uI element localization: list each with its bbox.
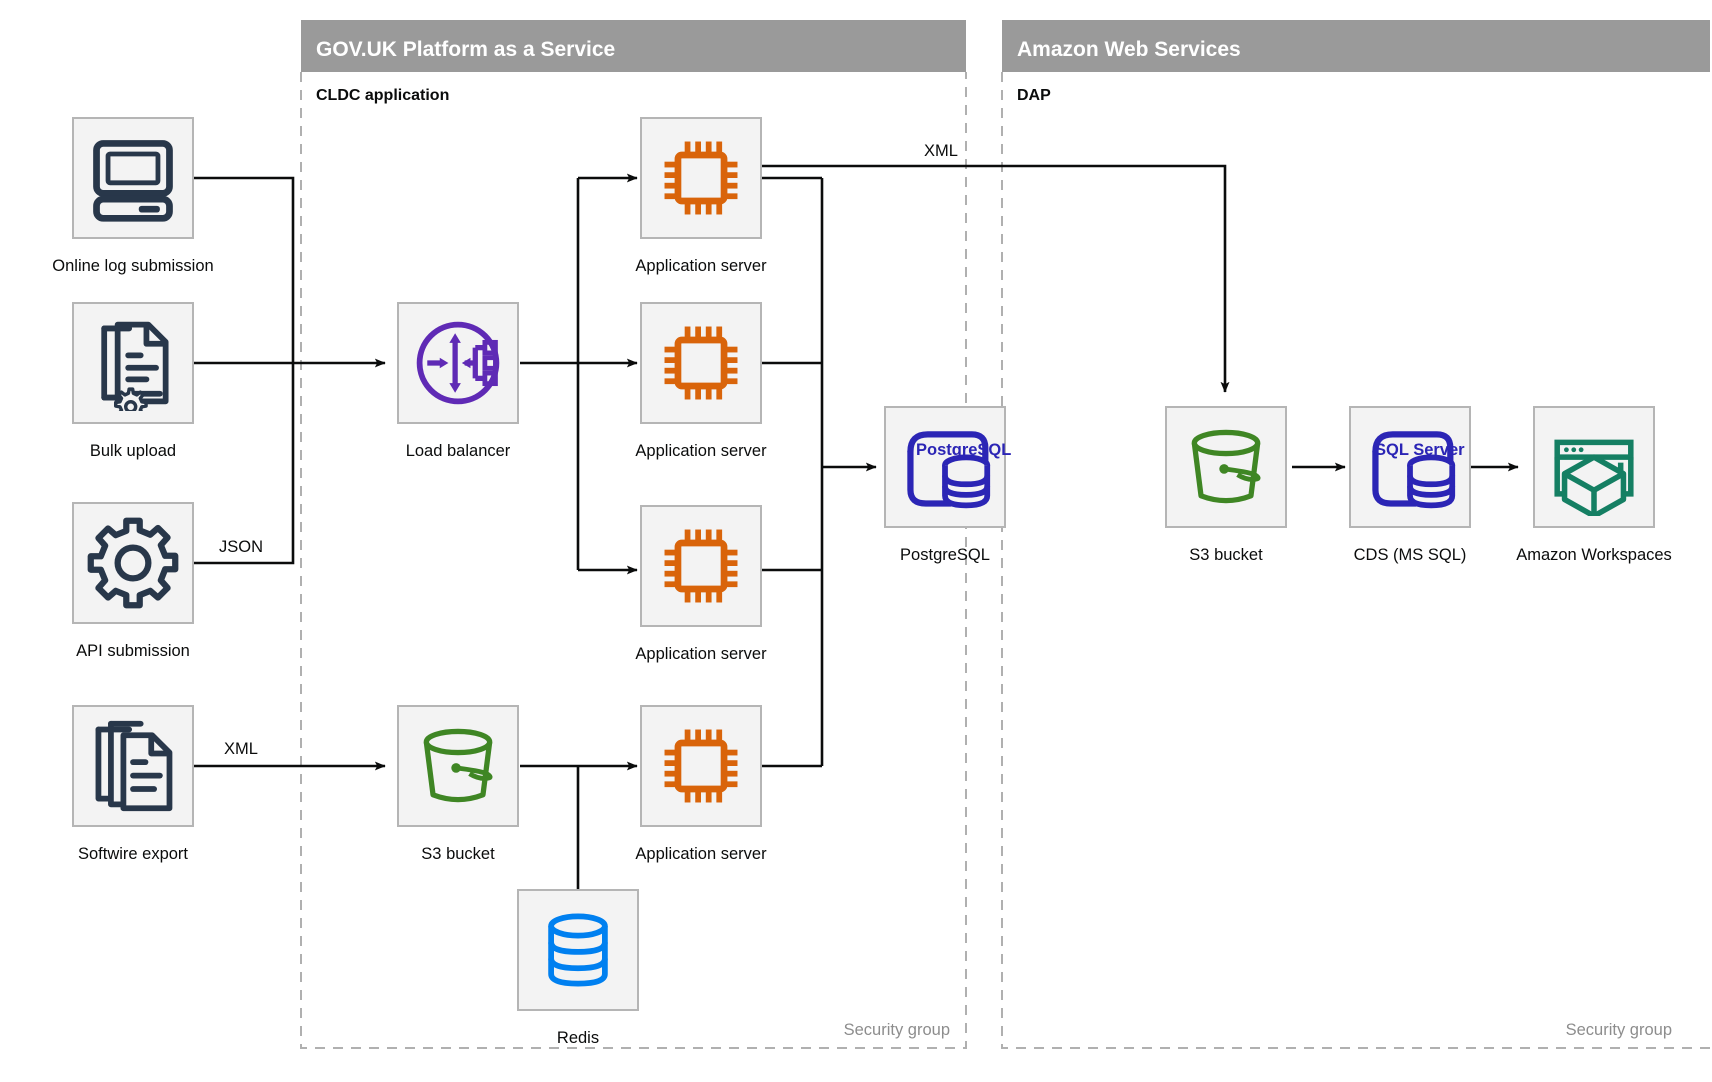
s3-bucket-aws-tile[interactable] xyxy=(1165,406,1287,528)
app-server-2-label: Application server xyxy=(635,442,767,460)
zone-aws-dashed-border xyxy=(1001,72,1712,1049)
node-cds-ms-sql[interactable]: SQL Server CDS (MS SQL) xyxy=(1349,406,1471,564)
edge-app-server-1-to-aws-s3-bucket xyxy=(761,164,1230,393)
node-online-log-submission[interactable]: Online log submission xyxy=(52,117,214,275)
node-postgresql[interactable]: PostgreSQL PostgreSQL xyxy=(884,406,1011,564)
app-server-1-label: Application server xyxy=(635,257,767,275)
edge-label-xml-softwire: XML xyxy=(224,740,258,758)
edge-label-xml-to-aws: XML xyxy=(924,142,958,160)
app-server-2-tile[interactable] xyxy=(640,302,762,424)
zone-govuk-paas-subtitle: CLDC application xyxy=(316,87,449,104)
edge-api-submission-to-load-balancer xyxy=(193,363,295,565)
softwire-export-label: Softwire export xyxy=(78,845,188,863)
zone-aws-security-group-label: Security group xyxy=(1566,1021,1672,1039)
cds-ms-sql-label: CDS (MS SQL) xyxy=(1354,546,1467,564)
app-server-3-label: Application server xyxy=(635,645,767,663)
zone-govuk-paas-dashed-border xyxy=(300,72,967,1049)
zone-govuk-paas-security-group-label: Security group xyxy=(844,1021,950,1039)
node-redis[interactable]: Redis xyxy=(517,889,639,1047)
s3-bucket-aws-label: S3 bucket xyxy=(1189,546,1263,564)
redis-label: Redis xyxy=(557,1029,599,1047)
node-softwire-export[interactable]: Softwire export xyxy=(72,705,194,863)
load-balancer-label: Load balancer xyxy=(406,442,511,460)
load-balancer-tile[interactable] xyxy=(397,302,519,424)
postgresql-label: PostgreSQL xyxy=(900,546,990,564)
postgresql-icon-text: PostgreSQL xyxy=(916,441,1011,459)
node-amazon-workspaces[interactable]: Amazon Workspaces xyxy=(1516,406,1672,564)
zone-govuk-paas-title: GOV.UK Platform as a Service xyxy=(316,38,615,61)
zone-aws: Amazon Web Services DAP Security group xyxy=(1001,20,1712,1049)
edge-online-log-to-load-balancer xyxy=(193,176,295,363)
zone-aws-title: Amazon Web Services xyxy=(1017,38,1241,61)
node-bulk-upload[interactable]: Bulk upload xyxy=(72,302,194,460)
api-submission-label: API submission xyxy=(76,642,190,660)
zone-aws-subtitle: DAP xyxy=(1017,87,1051,104)
app-server-3-tile[interactable] xyxy=(640,505,762,627)
amazon-workspaces-label: Amazon Workspaces xyxy=(1516,546,1672,564)
sql-server-icon-text: SQL Server xyxy=(1375,441,1465,459)
connection-layer xyxy=(193,164,1519,905)
node-api-submission[interactable]: API submission xyxy=(72,502,194,660)
node-app-server-2[interactable]: Application server xyxy=(635,302,767,460)
bulk-upload-label: Bulk upload xyxy=(90,442,176,460)
node-app-server-1[interactable]: Application server xyxy=(635,117,767,275)
zone-govuk-paas: GOV.UK Platform as a Service CLDC applic… xyxy=(300,20,967,1049)
online-log-submission-label: Online log submission xyxy=(52,257,213,275)
app-server-4-tile[interactable] xyxy=(640,705,762,827)
node-s3-bucket-aws[interactable]: S3 bucket xyxy=(1165,406,1287,564)
edge-label-json: JSON xyxy=(219,538,263,556)
node-app-server-4[interactable]: Application server xyxy=(635,705,767,863)
node-load-balancer[interactable]: Load balancer xyxy=(397,302,519,460)
app-server-4-label: Application server xyxy=(635,845,767,863)
node-s3-bucket-paas[interactable]: S3 bucket xyxy=(397,705,519,863)
app-server-1-tile[interactable] xyxy=(640,117,762,239)
node-app-server-3[interactable]: Application server xyxy=(635,505,767,663)
s3-bucket-paas-label: S3 bucket xyxy=(421,845,495,863)
zone-govuk-paas-header-band xyxy=(301,20,966,72)
zone-aws-header-band xyxy=(1002,20,1710,72)
